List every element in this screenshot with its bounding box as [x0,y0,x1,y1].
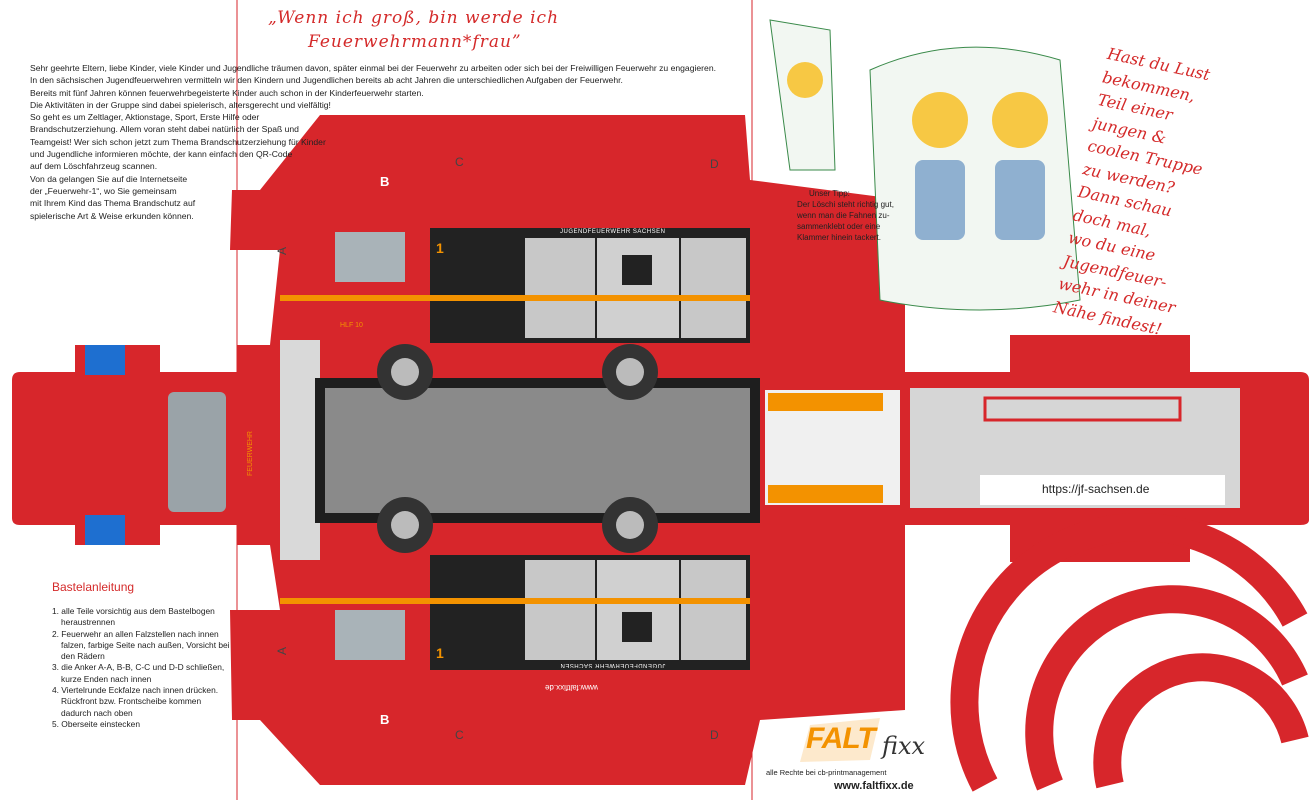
jfs-label-bottom: JUGENDFEUERWEHR SACHSEN [560,662,666,668]
instructions-list: 1. alle Teile vorsichtig aus dem Bastelb… [52,606,230,729]
arc-pieces [950,512,1309,792]
windscreen [168,392,226,512]
feuerwehr-label: FEUERWEHR [246,431,254,476]
anchor-c-bottom: C [455,728,464,742]
hlf-label: HLF 10 [340,322,363,329]
anchor-b-top: B [380,174,390,189]
footer-url[interactable]: www.faltfixx.de [834,780,914,792]
intro-text: Sehr geehrte Eltern, liebe Kinder, viele… [30,63,716,221]
copyright: alle Rechte bei cb-printmanagement [766,768,887,777]
faltfixx-logo-script: fixx [882,732,926,760]
tip-box: Unser Tipp: Der Löschi steht richtig gut… [797,189,894,242]
instructions-heading: Bastelanleitung [52,580,135,594]
website-url: https://jf-sachsen.de [1042,482,1150,496]
cab-number-top: 1 [436,240,444,256]
anchor-b-bottom: B [380,712,390,727]
qr-code-top [622,255,652,285]
anchor-d-top: D [710,157,719,171]
headline: „Wenn ich groß, bin werde ich Feuerwehrm… [268,8,560,52]
anchor-d-bottom: D [710,728,719,742]
loeschi-mascot-figure [769,19,1081,311]
qr-code-bottom [622,612,652,642]
wheels [377,344,658,553]
front-flap [75,345,160,545]
mirrored-url: www.faltfixx.de [545,683,598,692]
anchor-c-top: C [455,155,464,169]
jfs-label-top: JUGENDFEUERWEHR SACHSEN [560,229,666,235]
chassis [325,388,750,513]
anchor-a-bottom: A [275,646,290,656]
cab-number-bottom: 1 [436,645,444,661]
faltfixx-logo: FALT [806,722,876,755]
anchor-a-top: A [275,246,290,256]
